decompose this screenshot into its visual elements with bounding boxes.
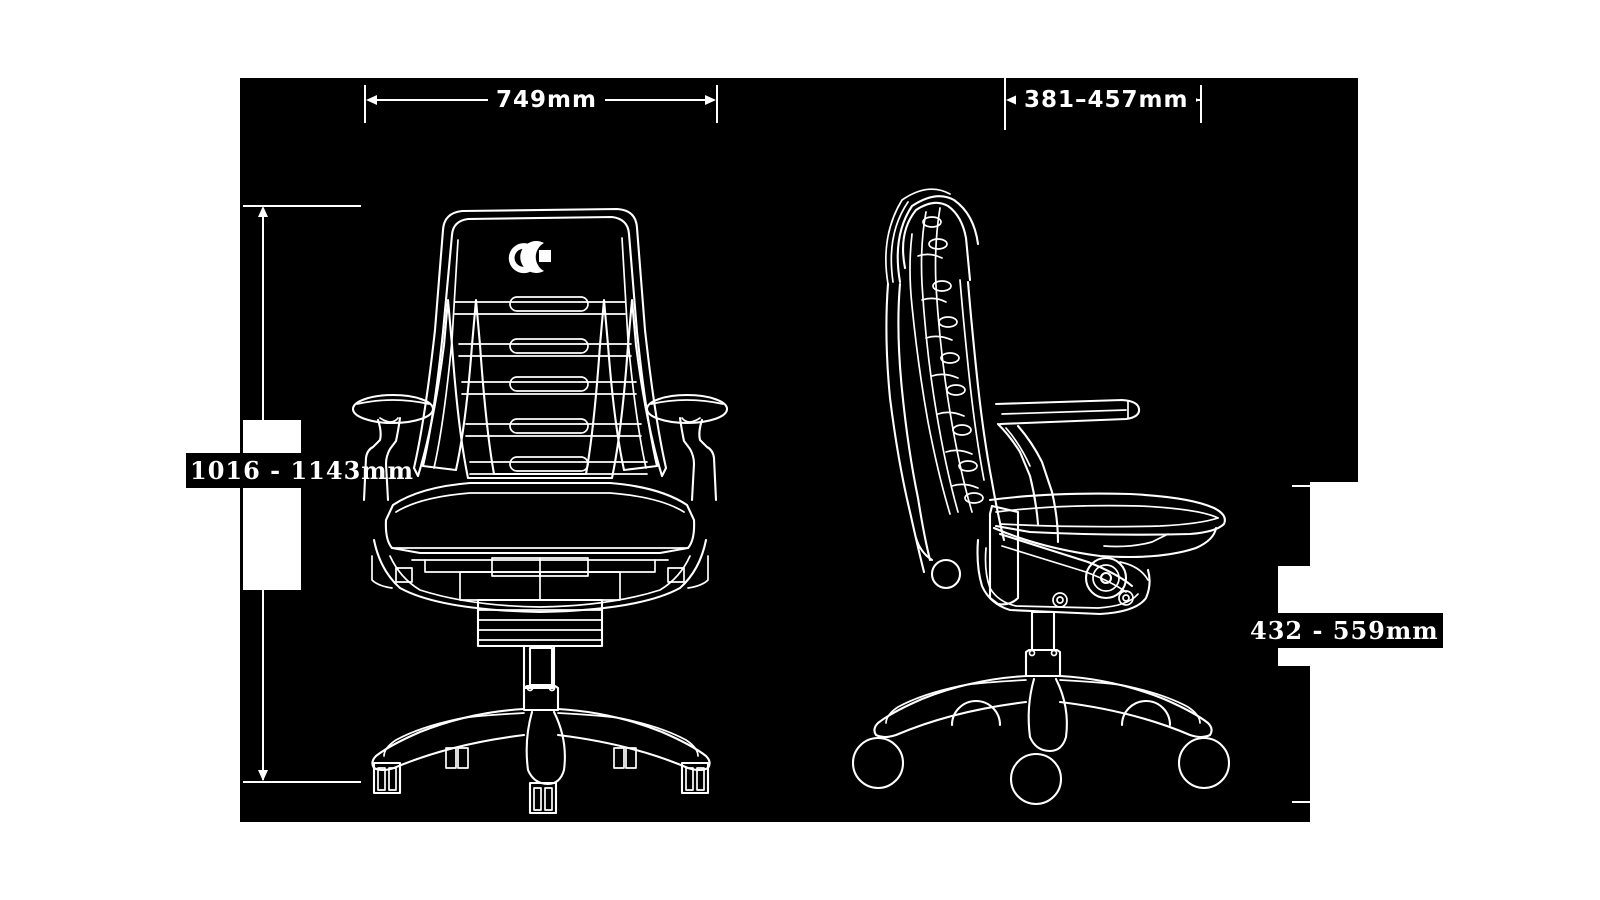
front-seat: [386, 483, 694, 553]
side-backrest-spine: [910, 208, 983, 514]
gap-plate-left: [243, 420, 301, 590]
ext-line-depth-right: [1200, 85, 1202, 123]
front-chair-base: [372, 648, 709, 813]
arrowhead-depth-left: [1006, 95, 1017, 105]
arrowhead-height-top: [258, 206, 268, 217]
front-seat-mechanism: [372, 540, 708, 612]
dim-line-width-right: [588, 99, 714, 101]
arrowhead-width-right: [705, 95, 716, 105]
side-view-chair: [853, 189, 1229, 804]
dim-line-height-lower: [262, 508, 264, 780]
ext-line-depth-left: [1004, 78, 1006, 130]
ext-line-seat-height-top: [1292, 485, 1358, 487]
arrowhead-seat-height-bottom: [1329, 790, 1339, 801]
dim-line-seat-height-upper: [1333, 488, 1335, 600]
dim-line-width-left: [368, 99, 488, 101]
ext-line-seat-height-bottom: [1292, 801, 1358, 803]
side-seat: [990, 494, 1225, 557]
side-gas-cylinder: [1026, 612, 1060, 676]
dim-label-width: 749mm: [488, 85, 605, 115]
front-backrest: [414, 209, 666, 478]
dim-line-seat-height-lower: [1333, 663, 1335, 791]
ext-line-width-left: [364, 85, 366, 123]
logitech-g-logo: [508, 241, 551, 274]
front-right-armrest: [647, 395, 727, 500]
arrowhead-height-bottom: [258, 770, 268, 781]
dim-label-depth: 381–457mm: [1016, 85, 1197, 115]
arrowhead-width-left: [366, 95, 377, 105]
ext-line-height-bottom: [243, 781, 361, 783]
side-seat-mechanism: [916, 506, 1150, 614]
front-gas-cylinder: [478, 600, 602, 688]
dim-label-seat-height: 432 - 559mm: [1246, 613, 1443, 648]
ext-line-height-top: [243, 205, 361, 207]
dim-line-height-upper: [262, 208, 264, 440]
front-left-armrest: [353, 395, 433, 500]
ext-line-width-right: [716, 85, 718, 123]
side-chair-base: [853, 676, 1229, 804]
dim-label-height: 1016 - 1143mm: [186, 453, 419, 488]
arrowhead-seat-height-top: [1329, 486, 1339, 497]
